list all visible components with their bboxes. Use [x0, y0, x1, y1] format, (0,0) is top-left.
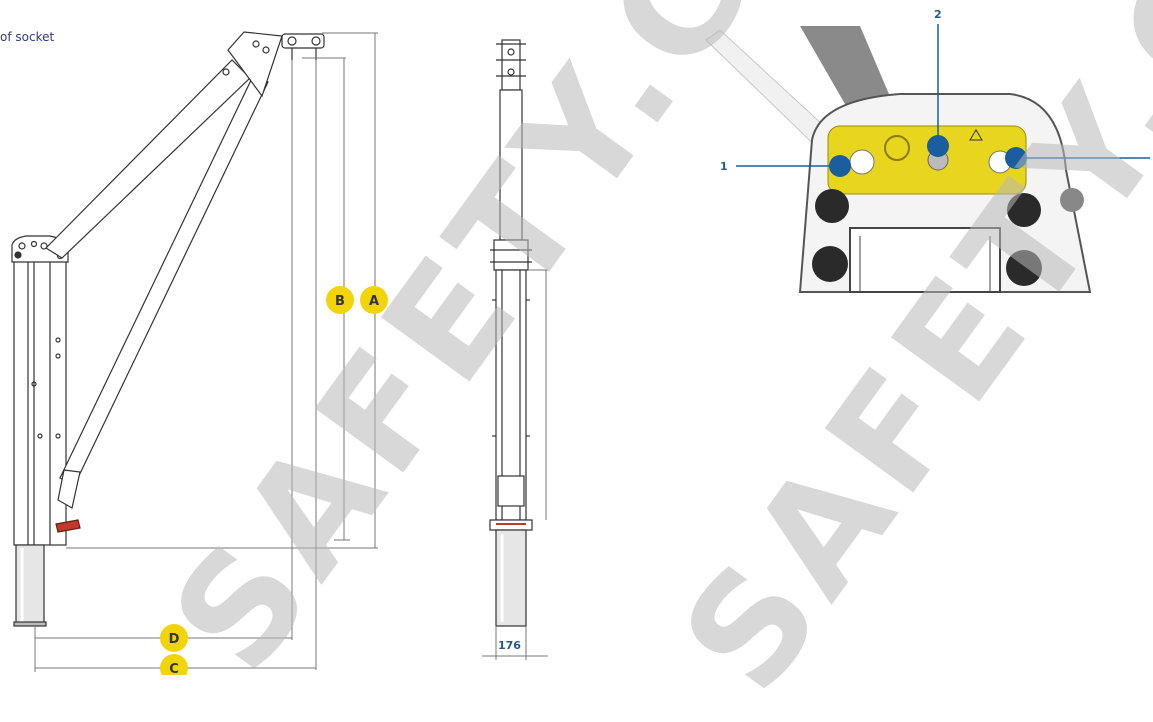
dimension-lines-front — [34, 32, 378, 672]
front-view-drawing — [11, 31, 325, 627]
dimension-badge-c: C — [160, 654, 188, 675]
callout-label-2: 2 — [934, 8, 942, 21]
side-view-drawing — [489, 39, 533, 627]
photo-callouts: 1 2 3 — [720, 8, 1150, 177]
dimension-lines-side — [482, 269, 548, 660]
badge-d-label: D — [169, 632, 180, 647]
badge-b-label: B — [335, 294, 345, 309]
dimension-badge-d: D — [160, 624, 188, 652]
callout-label-1: 1 — [720, 160, 728, 173]
control-panel-photo — [705, 26, 1150, 293]
side-view-width-label: 176 — [498, 639, 521, 652]
caption-text: of socket — [0, 30, 55, 44]
badge-a-label: A — [369, 294, 379, 309]
technical-drawing: 176 — [11, 8, 1150, 675]
dimension-badge-a: A — [360, 286, 388, 314]
dimension-badge-b: B — [326, 286, 354, 314]
badge-c-label: C — [169, 662, 179, 675]
